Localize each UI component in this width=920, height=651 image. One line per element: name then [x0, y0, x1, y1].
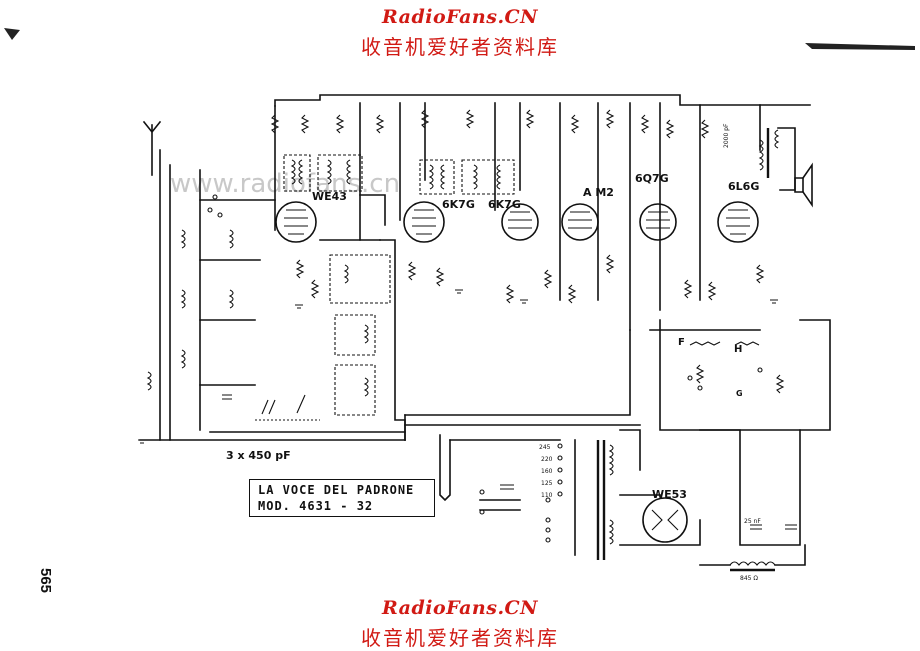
title-line-2: MOD. 4631 - 32 [258, 499, 374, 513]
resistor-group-lower [295, 254, 765, 304]
resistor-group-top [270, 109, 710, 139]
tube-label-we53: WE53 [652, 488, 687, 501]
if-transformer-4 [461, 159, 515, 195]
mains-tap-245: 245 [539, 444, 551, 451]
watermark-site-top: RadioFans.CN [381, 6, 539, 28]
tone-g-label: G [736, 389, 743, 398]
tube-6q7g: 6Q7G [635, 172, 677, 241]
tube-label-6k7g-1: 6K7G [442, 198, 475, 211]
field-coil-label: 845 Ω [740, 575, 758, 582]
tube-label-6k7g-2: 6K7G [488, 198, 521, 211]
wire [404, 329, 631, 416]
speaker-icon [794, 162, 813, 208]
title-line-1: LA VOCE DEL PADRONE [258, 483, 415, 497]
oscillator-section [319, 194, 406, 441]
tone-f-label: F [678, 337, 685, 348]
if-transformer-2 [317, 154, 363, 192]
watermark-site-bottom: RadioFans.CN [381, 597, 539, 619]
mains-tap-110: 110 [541, 492, 553, 499]
filter-cap-label: 25 nF [744, 518, 761, 525]
tone-h-label: H [734, 344, 742, 355]
tube-6k7g-2: 6K7G [488, 198, 539, 241]
output-cap-label: 2000 pF [723, 123, 730, 148]
watermark-cn-top: 收音机爱好者资料库 [361, 35, 559, 59]
tube-we43: WE43 [275, 190, 347, 243]
mains-tap-160: 160 [541, 468, 553, 475]
antenna-icon [142, 120, 162, 176]
page-number: 565 [37, 568, 54, 594]
scan-edge-mark [4, 28, 20, 40]
tuning-capacitor: 3 x 450 pF [222, 394, 320, 462]
tube-6k7g-1: 6K7G [403, 198, 475, 243]
b-plus-rail [274, 94, 811, 107]
tube-label-6l6g: 6L6G [728, 180, 759, 193]
tube-label-we43: WE43 [312, 190, 347, 203]
tube-we53: WE53 [642, 488, 688, 543]
output-transformer: 2000 pF [723, 123, 796, 191]
mains-tap-125: 125 [541, 480, 553, 487]
power-supply-section [439, 429, 701, 560]
title-block: LA VOCE DEL PADRONE MOD. 4631 - 32 [249, 479, 435, 517]
tone-control-section: F H G [649, 319, 831, 431]
filter-section: 845 Ω 25 nF [699, 429, 806, 582]
watermark-cn-bottom: 收音机爱好者资料库 [361, 626, 559, 650]
tube-am2: A M2 [561, 186, 614, 241]
ground-symbols [138, 289, 778, 444]
variable-cap-label: 3 x 450 pF [226, 449, 291, 462]
if-transformer-3 [419, 159, 455, 195]
tube-6l6g: 6L6G [717, 180, 759, 243]
tube-label-6q7g: 6Q7G [635, 172, 669, 185]
rf-coil-bank [139, 149, 406, 441]
if-transformer-1 [283, 154, 311, 192]
scan-edge-mark [805, 43, 915, 50]
tube-label-am2: A M2 [583, 186, 614, 199]
mains-tap-220: 220 [541, 456, 553, 463]
mains-tap-selector: 245 220 160 125 110 [539, 443, 563, 499]
